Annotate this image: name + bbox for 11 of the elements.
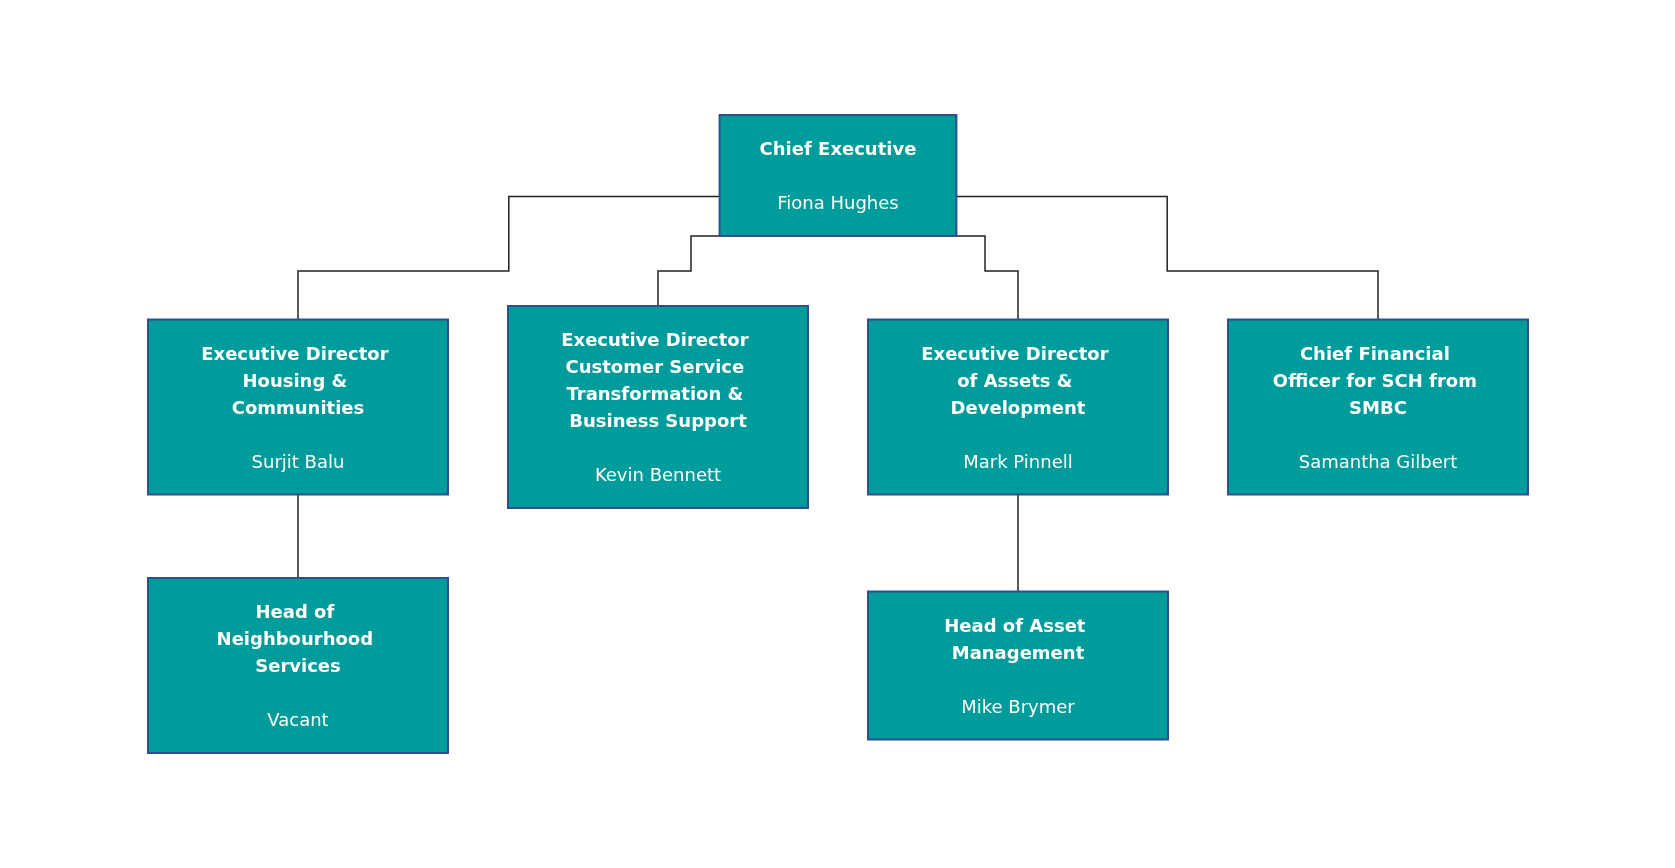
connector	[1016, 493, 1019, 593]
connector	[955, 195, 1379, 321]
connector	[296, 493, 299, 579]
node-box: Executive Director Customer Service Transformation & Business Support Kevin Bennett	[506, 305, 809, 509]
node-box: Chief Executive Fiona Hughes	[718, 114, 957, 237]
connector	[296, 195, 720, 321]
node-box: Head of Asset Management Mike Brymer	[866, 590, 1169, 741]
node-box: Executive Director of Assets & Development Mark Pinnell	[866, 318, 1169, 496]
node-box: Chief Financial Officer for SCH from SMBC Samantha Gilbert	[1226, 318, 1529, 496]
node-box: Executive Director Housing & Communities Surjit Balu	[146, 318, 449, 496]
node-box: Head of Neighbourhood Services Vacant	[146, 577, 449, 754]
